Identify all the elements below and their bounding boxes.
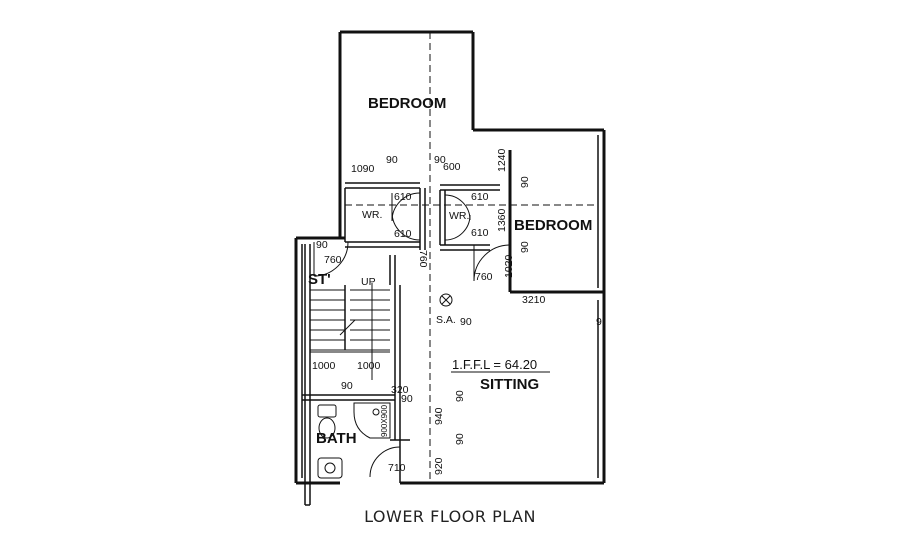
room-label-wr-right: WR.: [449, 210, 469, 222]
dim-label: 90: [401, 393, 413, 405]
smoke-alarm-symbol: [439, 293, 453, 307]
smoke-alarm-label: S.A.: [436, 314, 456, 326]
dim-label: 90: [519, 241, 531, 253]
dim-label: 1000: [357, 360, 381, 372]
room-label-stair: ST': [308, 271, 331, 288]
dim-label: 610: [394, 228, 412, 240]
dim-label: 760: [324, 254, 342, 266]
dim-label: 90: [460, 316, 472, 328]
dim-label: 940: [433, 407, 445, 425]
dim-label: 90: [519, 176, 531, 188]
dim-label: 90: [454, 390, 466, 402]
dim-label: 920: [433, 457, 445, 475]
bath-fixtures: [317, 402, 391, 479]
door-swings: [313, 192, 511, 478]
room-label-bedroom-right: BEDROOM: [514, 217, 592, 234]
dim-label: 1360: [496, 208, 508, 232]
dim-label: 90: [434, 154, 446, 166]
room-label-bedroom-top: BEDROOM: [368, 95, 446, 112]
dim-label: 1240: [496, 148, 508, 172]
dim-label: 1090: [351, 163, 375, 175]
dim-label: 9: [596, 316, 602, 328]
dim-label: 710: [388, 462, 406, 474]
room-label-bath: BATH: [316, 430, 357, 447]
dim-label: 90: [386, 154, 398, 166]
dim-label: 1020: [503, 254, 515, 278]
dim-label: 760: [475, 271, 493, 283]
dim-label: 610: [471, 227, 489, 239]
walls: [294, 30, 606, 506]
plan-caption: LOWER FLOOR PLAN: [364, 507, 536, 526]
dim-label: 90: [454, 433, 466, 445]
dim-label: 610: [394, 191, 412, 203]
dim-label: 90: [316, 239, 328, 251]
dim-label: 320: [391, 384, 409, 396]
dim-label: 3210: [522, 294, 546, 306]
dim-label: 900X900: [380, 404, 389, 437]
dim-label: 610: [471, 191, 489, 203]
room-label-wr-left: WR.: [362, 209, 382, 221]
centre-lines: [345, 32, 598, 483]
dim-label: 90: [341, 380, 353, 392]
dim-label: 600: [443, 161, 461, 173]
stair-up-label: UP: [361, 276, 376, 288]
stair-treads: [310, 283, 390, 380]
ffl-level-label: 1.F.F.L = 64.20: [452, 357, 537, 372]
dim-label: 760: [417, 250, 429, 268]
room-label-sitting: SITTING: [480, 376, 539, 393]
dim-label: 1000: [312, 360, 336, 372]
dimension-labels: 1090 90 90 600 1240 90 610 610 610 610 1…: [312, 148, 602, 475]
